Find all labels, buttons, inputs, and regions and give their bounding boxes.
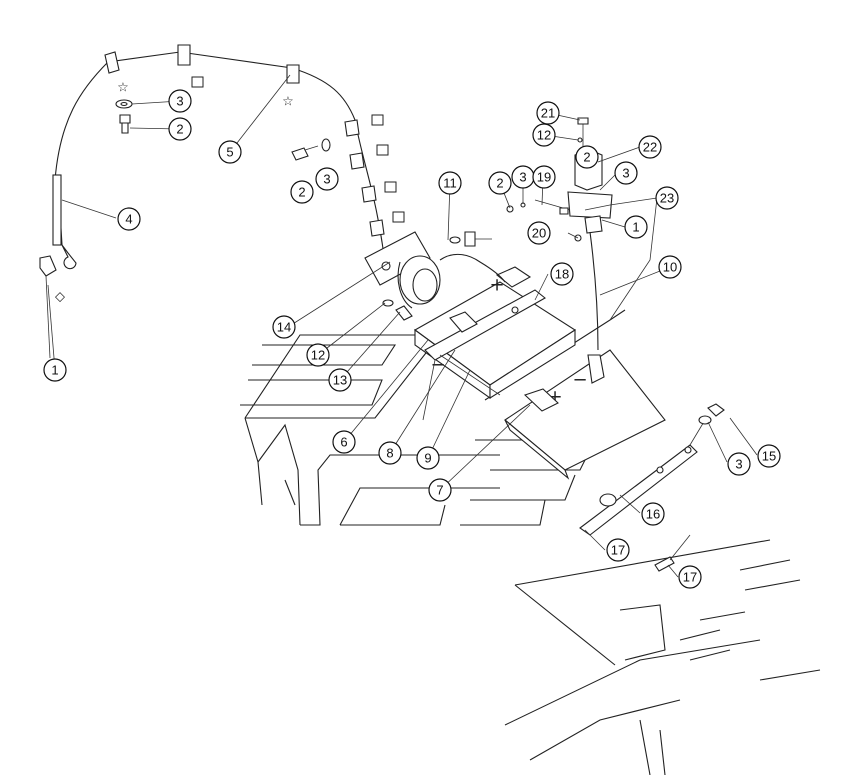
square-marker bbox=[384, 181, 397, 193]
callout-12: 12 bbox=[532, 123, 556, 147]
callout-11: 11 bbox=[438, 171, 462, 195]
main-cable bbox=[52, 44, 386, 270]
svg-text:12: 12 bbox=[311, 348, 325, 363]
callout-19: 19 bbox=[532, 165, 556, 189]
svg-text:8: 8 bbox=[386, 446, 393, 461]
svg-text:18: 18 bbox=[555, 267, 569, 282]
callout-4: 4 bbox=[117, 207, 141, 231]
callout-8: 8 bbox=[378, 441, 402, 465]
callout-6: 6 bbox=[332, 430, 356, 454]
callout-1: 1 bbox=[43, 358, 67, 382]
plus-symbol-left-battery: + bbox=[489, 275, 504, 296]
callout-5: 5 bbox=[218, 140, 242, 164]
callout-22: 22 bbox=[638, 135, 662, 159]
svg-text:19: 19 bbox=[537, 170, 551, 185]
callout-2: 2 bbox=[575, 145, 599, 169]
hardware-left bbox=[115, 99, 331, 161]
svg-text:17: 17 bbox=[683, 570, 697, 585]
callout-1: 1 bbox=[624, 215, 648, 239]
svg-text:22: 22 bbox=[643, 140, 657, 155]
callout-10: 10 bbox=[658, 255, 682, 279]
svg-text:3: 3 bbox=[735, 457, 742, 472]
callout-3: 3 bbox=[315, 167, 339, 191]
svg-text:2: 2 bbox=[583, 150, 590, 165]
svg-text:1: 1 bbox=[51, 363, 58, 378]
callout-3: 3 bbox=[511, 165, 535, 189]
svg-text:6: 6 bbox=[340, 435, 347, 450]
star-marker: ☆ bbox=[282, 95, 294, 110]
bolt-13 bbox=[382, 299, 413, 321]
svg-text:10: 10 bbox=[663, 260, 677, 275]
svg-text:3: 3 bbox=[622, 166, 629, 181]
square-marker bbox=[392, 211, 405, 223]
callout-21: 21 bbox=[536, 101, 560, 125]
leader-lines bbox=[47, 74, 758, 578]
square-marker bbox=[191, 76, 204, 88]
svg-text:20: 20 bbox=[532, 226, 546, 241]
svg-text:12: 12 bbox=[537, 128, 551, 143]
callout-3: 3 bbox=[168, 89, 192, 113]
callout-17: 17 bbox=[678, 565, 702, 589]
callout-14: 14 bbox=[272, 315, 296, 339]
callout-17: 17 bbox=[606, 538, 630, 562]
callout-3: 3 bbox=[614, 161, 638, 185]
battery-terminals bbox=[449, 266, 605, 412]
svg-text:9: 9 bbox=[424, 451, 431, 466]
battery-left: + − bbox=[413, 275, 577, 400]
callout-13: 13 bbox=[328, 368, 352, 392]
svg-text:2: 2 bbox=[176, 122, 183, 137]
square-marker bbox=[371, 114, 384, 126]
svg-text:3: 3 bbox=[323, 172, 330, 187]
svg-text:16: 16 bbox=[646, 507, 660, 522]
svg-text:21: 21 bbox=[541, 106, 555, 121]
svg-text:15: 15 bbox=[762, 449, 776, 464]
callout-18: 18 bbox=[550, 262, 574, 286]
star-marker: ☆ bbox=[117, 81, 129, 96]
diamond-marker: ◇ bbox=[55, 290, 65, 305]
svg-text:4: 4 bbox=[125, 212, 132, 227]
starter-motor bbox=[364, 231, 506, 309]
callout-2: 2 bbox=[168, 117, 192, 141]
bolt-11 bbox=[449, 231, 492, 247]
square-marker bbox=[376, 144, 389, 156]
callout-9: 9 bbox=[416, 446, 440, 470]
callout-16: 16 bbox=[641, 502, 665, 526]
cable-clamp-left bbox=[39, 255, 57, 359]
svg-text:3: 3 bbox=[176, 94, 183, 109]
svg-text:14: 14 bbox=[277, 320, 291, 335]
ground-strap bbox=[579, 403, 725, 572]
svg-text:7: 7 bbox=[436, 483, 443, 498]
battery-frame-outline bbox=[240, 309, 626, 526]
battery-right: + − bbox=[504, 349, 666, 480]
svg-text:23: 23 bbox=[660, 191, 674, 206]
chassis-outline bbox=[504, 539, 821, 775]
callout-3: 3 bbox=[727, 452, 751, 476]
svg-text:1: 1 bbox=[632, 220, 639, 235]
callout-23: 23 bbox=[655, 186, 679, 210]
callout-2: 2 bbox=[290, 180, 314, 204]
battery-hold-down bbox=[422, 289, 546, 421]
callout-2: 2 bbox=[488, 171, 512, 195]
svg-text:3: 3 bbox=[519, 170, 526, 185]
callout-12: 12 bbox=[306, 343, 330, 367]
svg-text:5: 5 bbox=[226, 145, 233, 160]
callout-20: 20 bbox=[527, 221, 551, 245]
minus-symbol-right-battery: − bbox=[572, 370, 587, 391]
svg-text:2: 2 bbox=[496, 176, 503, 191]
svg-text:2: 2 bbox=[298, 185, 305, 200]
callout-7: 7 bbox=[428, 478, 452, 502]
callout-15: 15 bbox=[757, 444, 781, 468]
svg-text:11: 11 bbox=[443, 176, 457, 191]
svg-text:13: 13 bbox=[333, 373, 347, 388]
svg-text:17: 17 bbox=[611, 543, 625, 558]
